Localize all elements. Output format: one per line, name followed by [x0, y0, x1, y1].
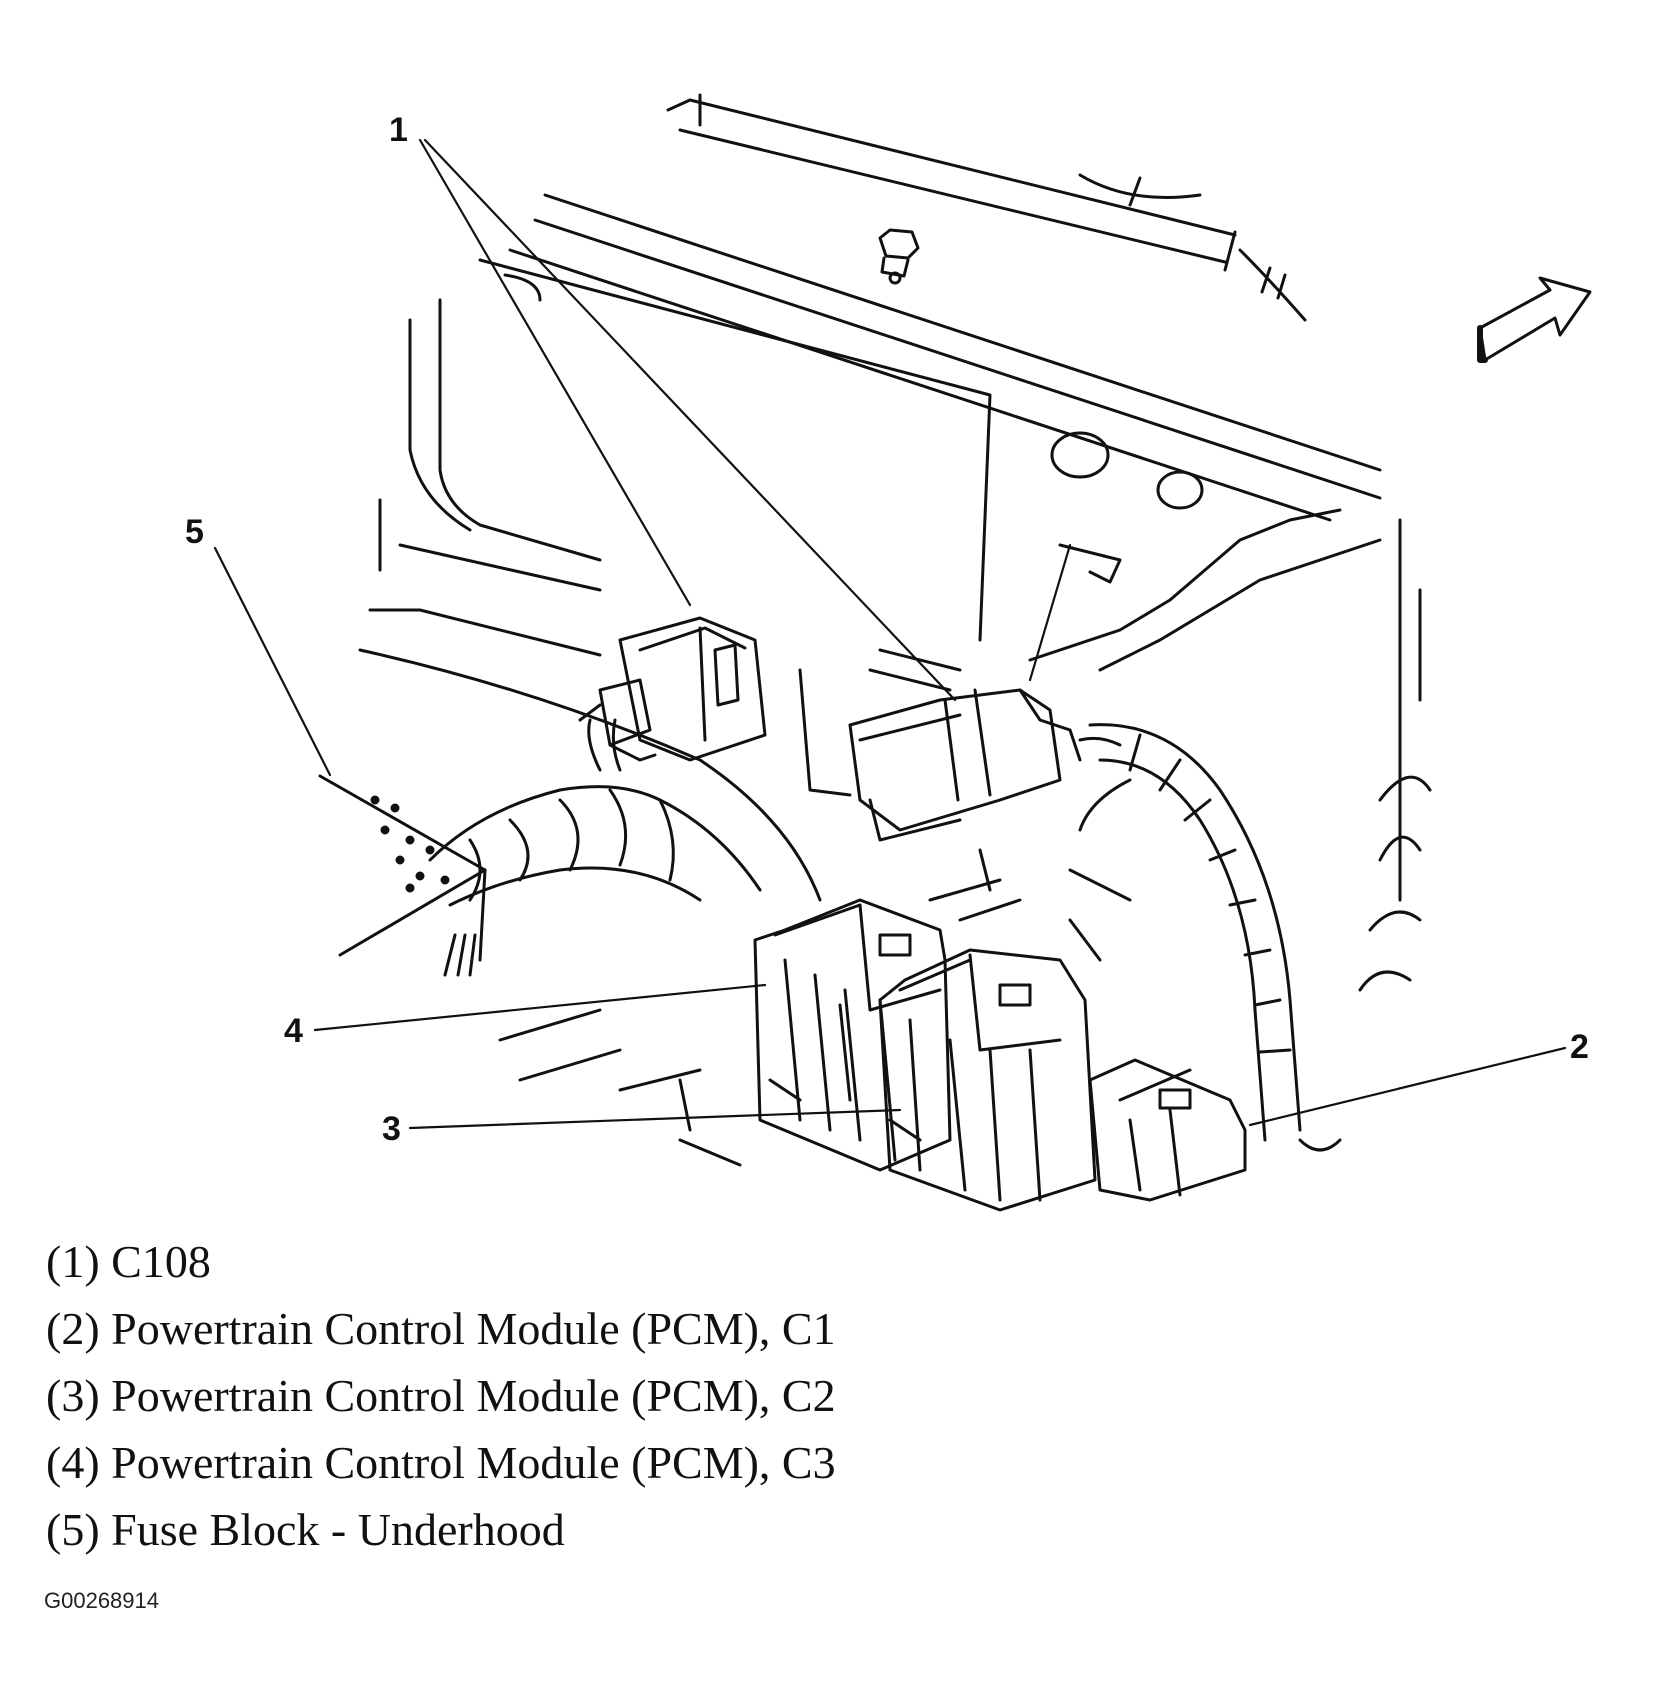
pcm-c3-connector: [753, 898, 952, 1172]
c108-connector-right-half: [798, 668, 1122, 842]
callout-1: 1: [389, 111, 408, 149]
wiring-harness-left: [428, 718, 762, 907]
pcm-housing: [928, 778, 1132, 962]
wiring-harness-right: [1088, 723, 1432, 1152]
callout-3: 3: [382, 1110, 401, 1148]
floor-line: [678, 1138, 742, 1167]
figure-id: G00268914: [44, 1588, 159, 1613]
legend-item-pcm-c2: (3) Powertrain Control Module (PCM), C2: [46, 1370, 836, 1421]
pcm-c2-connector: [878, 948, 1097, 1212]
leader-line-1b: [423, 138, 957, 702]
front-direction-arrow-icon: [1477, 276, 1592, 363]
floor-line: [618, 1068, 702, 1092]
legend-item-pcm-c3: (4) Powertrain Control Module (PCM), C3: [46, 1437, 836, 1488]
leader-line-1c: [1028, 543, 1072, 682]
c108-connector-left-half: [578, 616, 767, 762]
fuse-block-underhood: [318, 774, 487, 977]
cowl-panel: [508, 93, 1382, 522]
inner-fender-panel: [358, 258, 1422, 902]
leader-line-5: [213, 546, 332, 777]
legend-item-fuse-block: (5) Fuse Block - Underhood: [46, 1504, 565, 1555]
leader-line-3: [408, 1108, 902, 1130]
leader-line-2: [1248, 1046, 1567, 1127]
pcm-c1-connector: [1088, 1058, 1247, 1202]
callout-2: 2: [1570, 1028, 1589, 1066]
legend-item-c108: (1) C108: [46, 1236, 211, 1287]
floor-line: [518, 1048, 622, 1082]
leader-line-1a: [418, 138, 692, 607]
floor-line: [678, 1078, 692, 1132]
floor-line: [498, 1008, 602, 1042]
callout-5: 5: [185, 513, 204, 551]
component-legend: (1) C108 (2) Powertrain Control Module (…: [46, 1228, 836, 1563]
hose-clamp-tab: [1128, 176, 1142, 207]
leader-line-4: [313, 983, 767, 1032]
callout-4: 4: [284, 1012, 303, 1050]
legend-item-pcm-c1: (2) Powertrain Control Module (PCM), C1: [46, 1303, 836, 1354]
stud-bolt: [878, 228, 920, 285]
